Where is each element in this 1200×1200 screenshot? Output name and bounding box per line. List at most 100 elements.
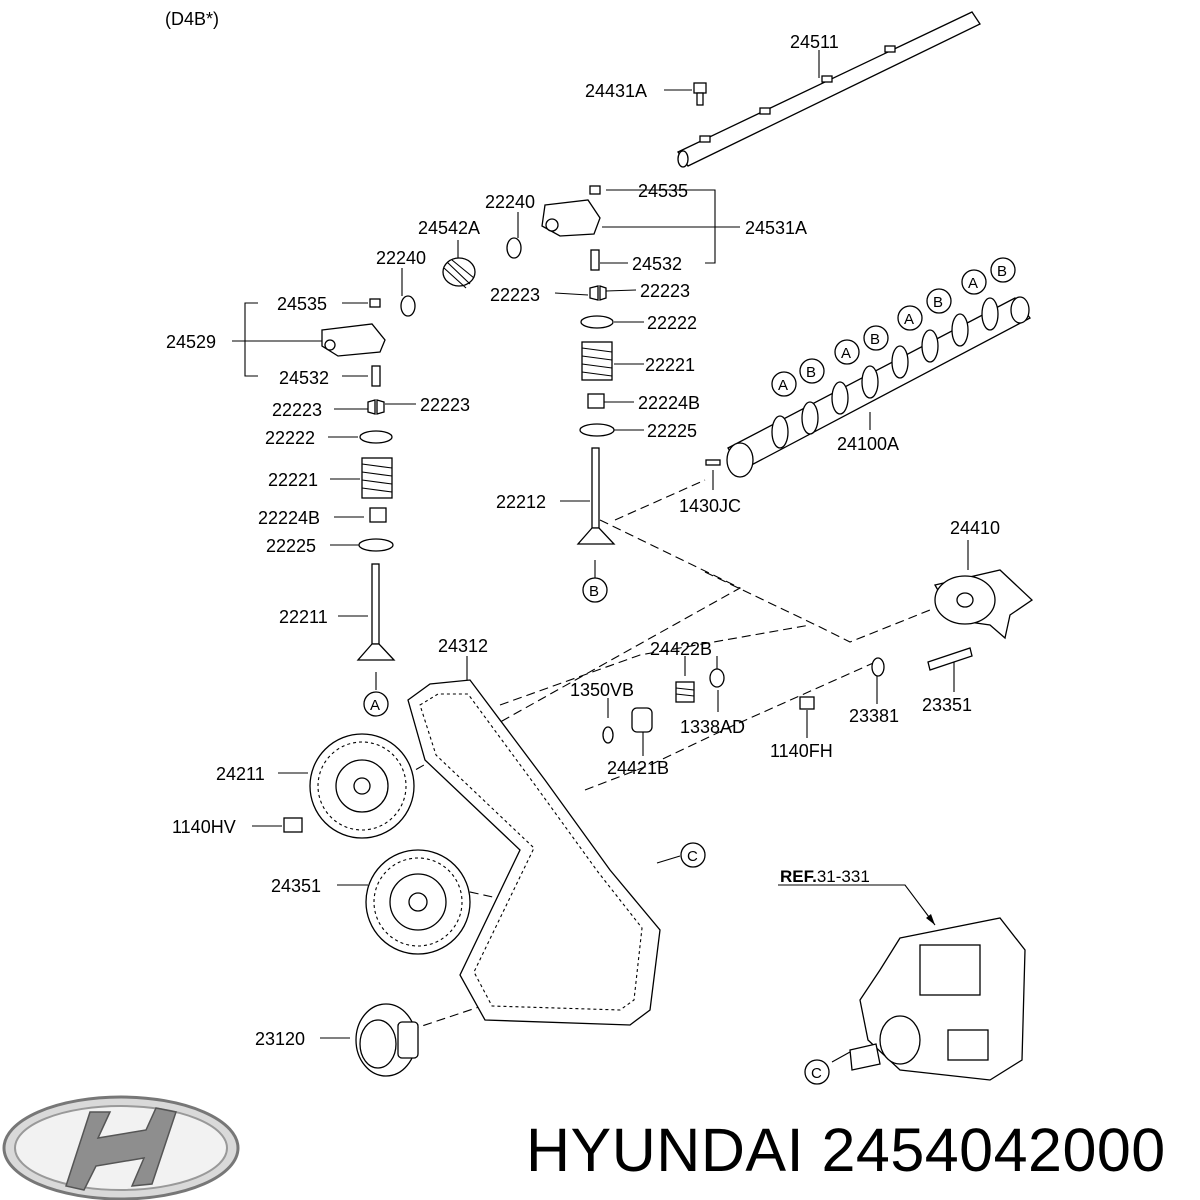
cam-sprocket <box>309 733 415 839</box>
part-label-cotter-upper-right: 22223 <box>640 281 690 301</box>
part-label-crank-sprocket: 23120 <box>255 1029 305 1049</box>
spring-upper <box>581 341 613 381</box>
svg-text:B: B <box>806 364 816 381</box>
adjust-screw-upper <box>590 249 600 271</box>
spring-lower <box>361 457 393 499</box>
exhaust-valve <box>576 447 616 545</box>
svg-text:B: B <box>870 331 880 348</box>
marker-a-cam-4: A <box>961 269 987 295</box>
part-label-stem-seal-upper: 22224B <box>638 393 700 413</box>
svg-text:B: B <box>589 583 599 600</box>
part-label-rocker-arm-upper: 24531A <box>745 218 807 238</box>
washer-mid <box>400 295 416 317</box>
svg-text:A: A <box>778 377 788 394</box>
tensioner-spacer <box>631 707 653 733</box>
svg-text:A: A <box>968 275 978 292</box>
part-label-tensioner-washer: 23381 <box>849 706 899 726</box>
part-label-sprocket-bolt: 1140HV <box>172 817 236 837</box>
svg-text:C: C <box>687 848 698 865</box>
marker-b-cam-1: B <box>799 358 825 384</box>
svg-text:A: A <box>370 697 380 714</box>
part-label-plug-seal: 1350VB <box>570 680 634 700</box>
part-label-dowel-pin: 1430JC <box>679 496 741 516</box>
marker-c-pump: C <box>804 1059 830 1085</box>
part-label-spring-seat-upper: 22225 <box>647 421 697 441</box>
part-label-camshaft: 24100A <box>837 434 899 454</box>
cotter-upper <box>589 285 607 301</box>
camshaft <box>726 296 1031 478</box>
brand-part-number: HYUNDAI 2454042000 <box>526 1110 1196 1190</box>
part-label-adjust-screw-upper: 24532 <box>632 254 682 274</box>
part-label-exhaust-valve: 22212 <box>496 492 546 512</box>
ref-label: REF.31-331 <box>780 867 870 886</box>
spring-retainer <box>709 668 725 688</box>
injection-pump <box>849 917 1026 1081</box>
part-label-tensioner-spacer: 24421B <box>607 758 669 778</box>
hyundai-logo <box>2 1095 240 1200</box>
retainer-upper <box>580 315 614 329</box>
marker-b-cam-4: B <box>990 257 1016 283</box>
intake-valve <box>356 563 396 661</box>
rocker-shaft <box>677 11 981 168</box>
circle-markers: A B C C A B A B A B A B <box>363 257 1016 1085</box>
part-label-shaft-bolt: 24431A <box>585 81 647 101</box>
part-label-cotter-lower-right: 22223 <box>420 395 470 415</box>
marker-a-cam-3: A <box>897 305 923 331</box>
part-label-adjust-screw-lower: 24532 <box>279 368 329 388</box>
tensioner-pulley <box>934 569 1034 640</box>
svg-text:B: B <box>997 263 1007 280</box>
pump-sprocket <box>365 849 471 955</box>
tensioner-washer <box>871 657 885 677</box>
tensioner-bolt <box>927 647 973 671</box>
engine-code-label: (D4B*) <box>165 9 219 29</box>
part-label-washer-mid: 22240 <box>376 248 426 268</box>
part-label-rocker-shaft: 24511 <box>790 32 839 52</box>
part-number: 2454042000 <box>821 1116 1166 1184</box>
timing-belt <box>407 679 661 1026</box>
part-label-flange-bolt: 1140FH <box>770 741 833 761</box>
marker-a-lower-left: A <box>363 691 389 717</box>
part-label-retainer-upper: 22222 <box>647 313 697 333</box>
sprocket-bolt <box>283 817 303 833</box>
svg-text:A: A <box>841 345 851 362</box>
washer-upper <box>506 237 522 259</box>
shaft-bolt <box>693 82 707 106</box>
adjust-screw-lower <box>371 365 381 387</box>
part-label-spring-rocker: 24542A <box>418 218 480 238</box>
rocker-arm-upper <box>541 185 601 237</box>
flange-bolt <box>799 696 815 710</box>
svg-text:B: B <box>933 294 943 311</box>
ref-prefix: REF. <box>780 867 817 886</box>
ref-number: 31-331 <box>817 867 870 886</box>
marker-a-cam-1: A <box>771 371 797 397</box>
part-label-intake-valve: 22211 <box>279 607 328 627</box>
part-label-spring-retainer: 1338AD <box>680 717 745 737</box>
part-label-tensioner-pulley: 24410 <box>950 518 1000 538</box>
retainer-lower <box>359 430 393 444</box>
rocker-arm-lower <box>321 298 386 357</box>
part-label-adjust-nut-lower: 24535 <box>277 294 327 314</box>
part-label-washer-upper: 22240 <box>485 192 535 212</box>
part-label-tensioner-bolt: 23351 <box>922 695 972 715</box>
part-label-stem-seal-lower: 22224B <box>258 508 320 528</box>
part-label-cam-sprocket: 24211 <box>216 764 265 784</box>
crank-sprocket <box>355 1003 419 1077</box>
marker-b-cam-3: B <box>926 288 952 314</box>
marker-a-cam-2: A <box>834 339 860 365</box>
part-label-rocker-arm-lower: 24529 <box>166 332 216 352</box>
stem-seal-lower <box>369 507 387 523</box>
marker-c-belt: C <box>680 842 706 868</box>
svg-text:C: C <box>811 1065 822 1082</box>
marker-b-cam-2: B <box>863 325 889 351</box>
svg-text:A: A <box>904 311 914 328</box>
part-label-spring-upper: 22221 <box>645 355 695 375</box>
marker-b-exhaust: B <box>582 577 608 603</box>
spring-rocker <box>442 257 476 289</box>
stem-seal-upper <box>587 393 605 409</box>
tensioner-spring <box>675 681 695 703</box>
part-label-tensioner-spring: 24422B <box>650 639 712 659</box>
cotter-lower <box>367 399 385 415</box>
part-label-adjust-nut-upper: 24535 <box>638 181 688 201</box>
part-label-pump-sprocket: 24351 <box>271 876 321 896</box>
